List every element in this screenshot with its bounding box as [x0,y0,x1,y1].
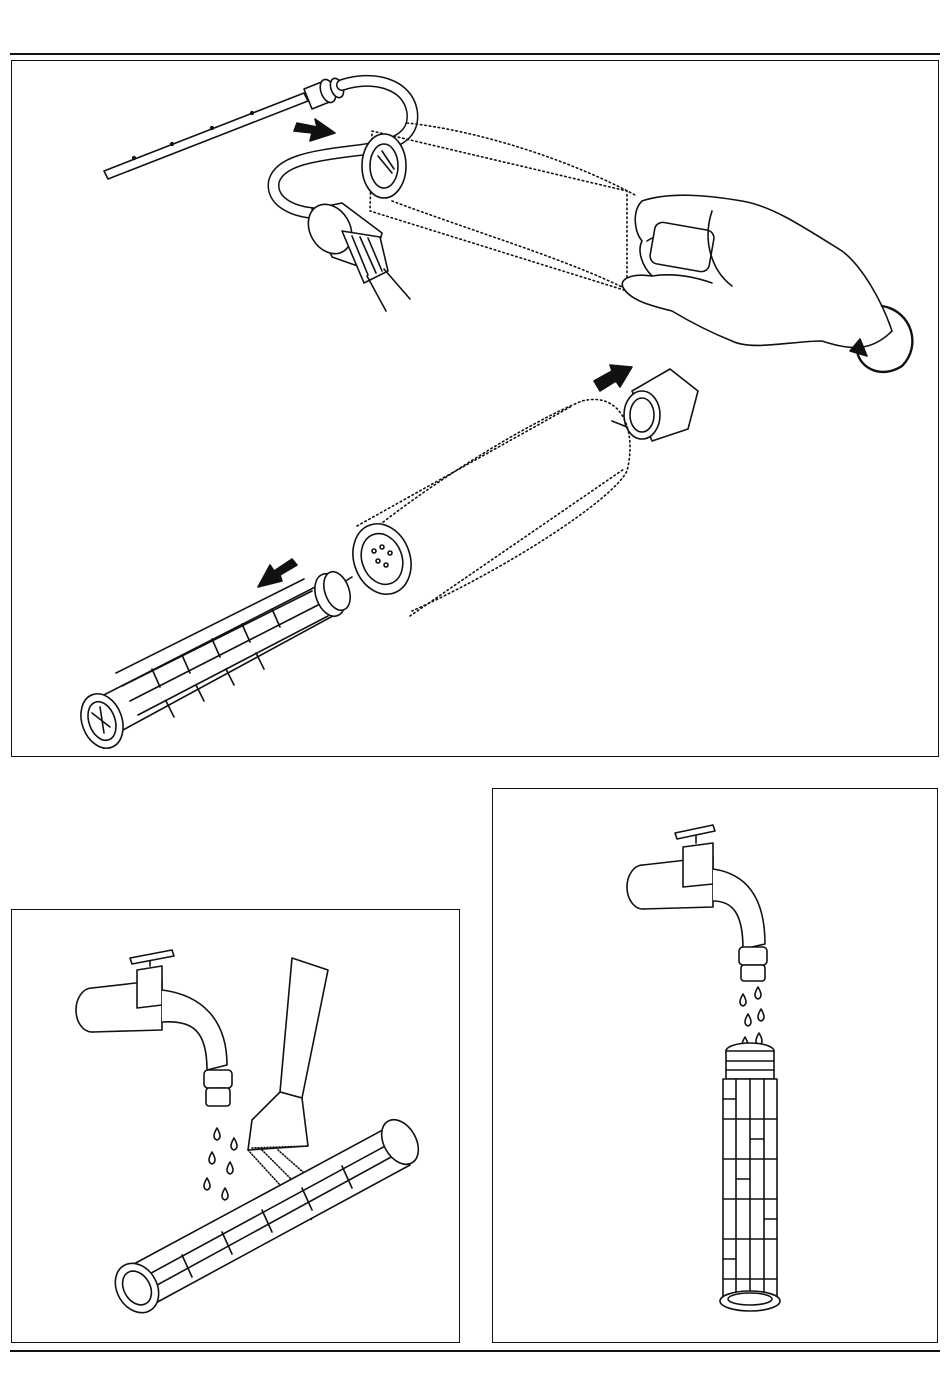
filter-sleeve-top [362,123,637,291]
water-tap [627,825,767,981]
water-tap [76,950,232,1106]
bottom-right-panel [492,788,938,1343]
push-arrow-icon [294,119,335,141]
brushing-illustration [12,910,461,1344]
rinsing-illustration [493,789,939,1344]
filter-sleeve-middle [330,399,630,616]
top-panel [11,60,939,757]
top-illustration [12,61,940,758]
water-drops [204,1128,237,1200]
push-arrow-icon [594,365,632,391]
bottom-rule [10,1350,940,1352]
water-drops [740,987,764,1049]
bottom-left-panel [11,909,460,1343]
filter-cartridge [74,568,355,754]
top-rule [10,53,940,55]
pull-arrow-icon [258,559,297,587]
hand [622,195,892,347]
filter-cartridge-vertical [720,1043,780,1311]
